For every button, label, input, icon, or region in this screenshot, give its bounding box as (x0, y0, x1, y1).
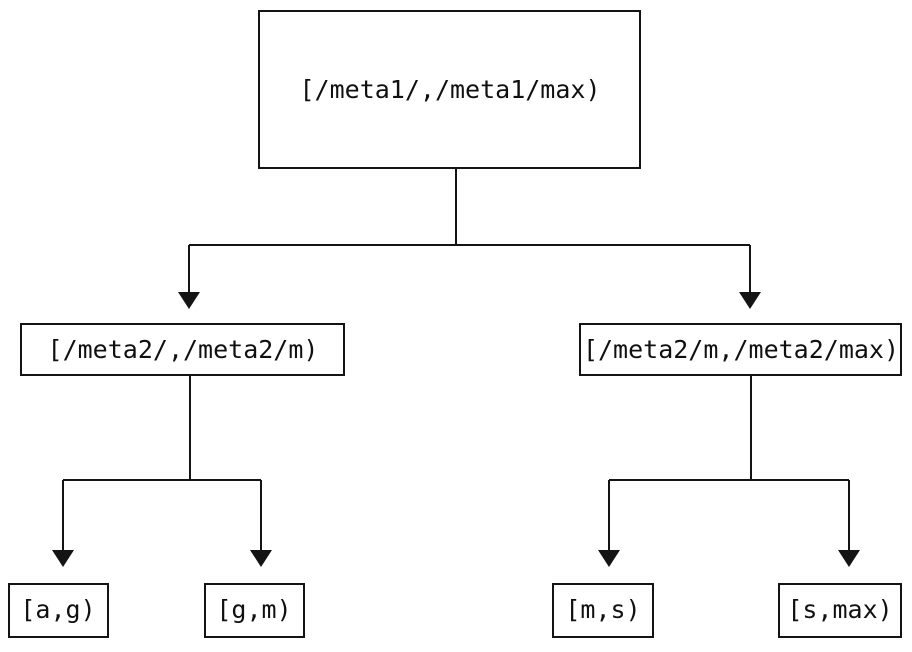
node-mid-left-label: [/meta2/,/meta2/m) (48, 335, 319, 364)
edge-mid-left-to-leaves (52, 375, 272, 567)
node-leaf-1-label: [a,g) (20, 595, 95, 624)
node-mid-right-label: [/meta2/m,/meta2/max) (583, 335, 899, 364)
node-mid-left[interactable]: [/meta2/,/meta2/m) (19, 322, 346, 377)
node-leaf-4[interactable]: [s,max) (777, 582, 903, 639)
node-root-box[interactable] (257, 9, 642, 170)
node-mid-left-box[interactable] (19, 322, 346, 377)
arrow-head-leaf-4-icon (838, 550, 860, 567)
node-leaf-2-label: [g,m) (216, 595, 291, 624)
edge-mid-right-to-leaves (598, 375, 860, 567)
node-leaf-2-box[interactable] (203, 582, 306, 639)
node-root[interactable]: [/meta1/,/meta1/max) (257, 9, 642, 170)
node-root-label: [/meta1/,/meta1/max) (299, 75, 600, 104)
node-leaf-1-box[interactable] (7, 582, 110, 639)
node-leaf-4-box[interactable] (777, 582, 903, 639)
node-mid-right[interactable]: [/meta2/m,/meta2/max) (578, 322, 903, 377)
node-leaf-1[interactable]: [a,g) (7, 582, 110, 639)
edge-root-to-mid-right (739, 245, 761, 309)
node-leaf-3-box[interactable] (551, 582, 655, 639)
arrow-head-mid-right-icon (739, 292, 761, 309)
node-leaf-4-label: [s,max) (787, 595, 892, 624)
arrow-head-mid-left-icon (178, 292, 200, 309)
arrow-head-leaf-2-icon (250, 550, 272, 567)
node-leaf-3-label: [m,s) (565, 595, 640, 624)
node-mid-right-box[interactable] (578, 322, 903, 377)
node-leaf-3[interactable]: [m,s) (551, 582, 655, 639)
arrow-head-leaf-1-icon (52, 550, 74, 567)
arrow-head-leaf-3-icon (598, 550, 620, 567)
edge-root-to-mid-left (178, 168, 750, 309)
node-leaf-2[interactable]: [g,m) (203, 582, 306, 639)
